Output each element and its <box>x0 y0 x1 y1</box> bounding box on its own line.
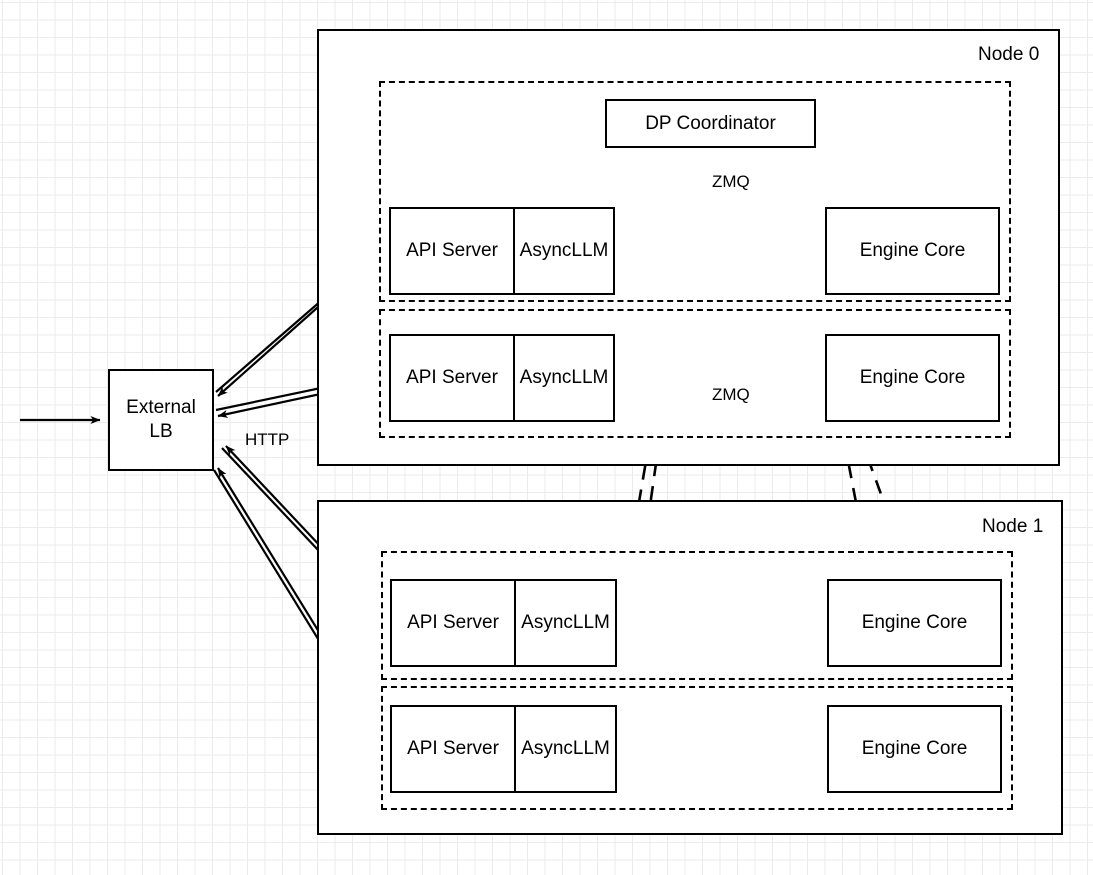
node-0-rank-1-group <box>379 309 1011 438</box>
external-lb-label-line2: LB <box>149 421 173 442</box>
dp-coordinator-box[interactable]: DP Coordinator <box>605 99 816 148</box>
api-server-label: API Server <box>407 612 499 633</box>
http-edge-label: HTTP <box>245 430 290 449</box>
node-1-rank-0-api-server-box[interactable]: API Server AsyncLLM <box>390 579 617 667</box>
node-1-rank-1-engine-core-box[interactable]: Engine Core <box>827 705 1002 793</box>
node-0-rank-1-engine-core-box[interactable]: Engine Core <box>825 334 1000 422</box>
external-lb-box[interactable]: External LB <box>108 369 214 471</box>
engine-core-label: Engine Core <box>861 612 968 634</box>
zmq-coordinator-label: ZMQ <box>712 172 750 191</box>
node-1-rank-1-api-server-box[interactable]: API Server AsyncLLM <box>390 705 617 793</box>
node-0-rank-0-engine-core-box[interactable]: Engine Core <box>825 207 1000 295</box>
node-1-rank-0-engine-core-box[interactable]: Engine Core <box>827 579 1002 667</box>
engine-core-label: Engine Core <box>859 367 966 389</box>
api-server-label: API Server <box>407 738 499 759</box>
node-1-rank-1-group <box>381 686 1013 810</box>
external-lb-label-line1: External <box>126 397 196 419</box>
engine-core-label: Engine Core <box>861 738 968 760</box>
async-llm-label: AsyncLLM <box>513 209 613 293</box>
node-0-rank-0-group <box>379 81 1011 302</box>
async-llm-label: AsyncLLM <box>513 336 613 420</box>
async-llm-label: AsyncLLM <box>514 707 615 791</box>
engine-core-label: Engine Core <box>859 240 966 262</box>
zmq-rank1-label: ZMQ <box>712 385 750 404</box>
node-1-rank-0-group <box>381 551 1013 680</box>
api-server-label: API Server <box>406 367 498 388</box>
api-server-label: API Server <box>406 240 498 261</box>
async-llm-label: AsyncLLM <box>514 581 615 665</box>
node-0-rank-1-api-server-box[interactable]: API Server AsyncLLM <box>389 334 615 422</box>
node-0-rank-0-api-server-box[interactable]: API Server AsyncLLM <box>389 207 615 295</box>
node-0-label: Node 0 <box>978 44 1040 65</box>
node-1-label: Node 1 <box>982 516 1044 537</box>
dp-coordinator-label: DP Coordinator <box>645 112 776 134</box>
